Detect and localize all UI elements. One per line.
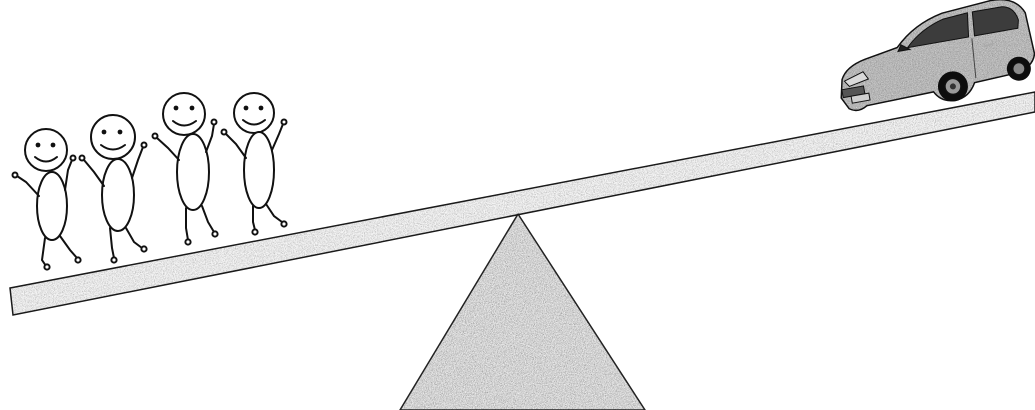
figure-head bbox=[163, 93, 205, 135]
fulcrum-triangle bbox=[400, 214, 645, 410]
figure-body bbox=[177, 134, 209, 210]
figure-head bbox=[25, 129, 67, 171]
stick-figure-2 bbox=[80, 115, 147, 263]
fulcrum bbox=[400, 214, 645, 410]
figure-head bbox=[91, 115, 135, 159]
figure-body bbox=[244, 132, 274, 208]
figure-head bbox=[234, 93, 274, 133]
figure-body bbox=[102, 159, 134, 231]
stick-figure-3 bbox=[153, 93, 218, 245]
figure-body bbox=[37, 172, 67, 240]
stick-figure-4 bbox=[222, 93, 287, 235]
stick-figure-1 bbox=[13, 129, 81, 270]
